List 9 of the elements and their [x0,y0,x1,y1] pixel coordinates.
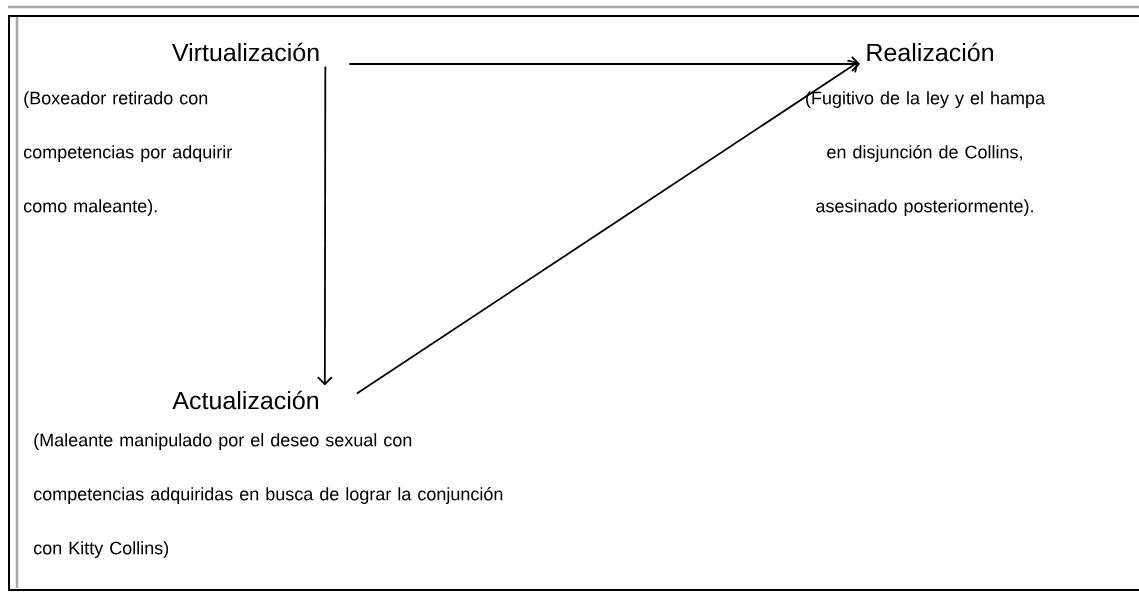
description-text: (Maleante manipulado por el deseo sexual con competencias adquiridas en busca de lograr la conjunción con Kitty Collins) [33,433,503,558]
node-title: Virtualización [172,42,319,62]
node-title: Actualización [172,390,318,410]
arrow [316,65,333,386]
description-text: (Fugitivo de la ley y el hampa en disjunción de Collins, asesinado posteriormente). [806,91,1045,216]
arrow [355,59,859,395]
arrow [348,56,861,72]
description-text: (Boxeador retirado con competencias por adquirir como maleante). [23,91,232,216]
node-title: Realización [867,42,993,62]
